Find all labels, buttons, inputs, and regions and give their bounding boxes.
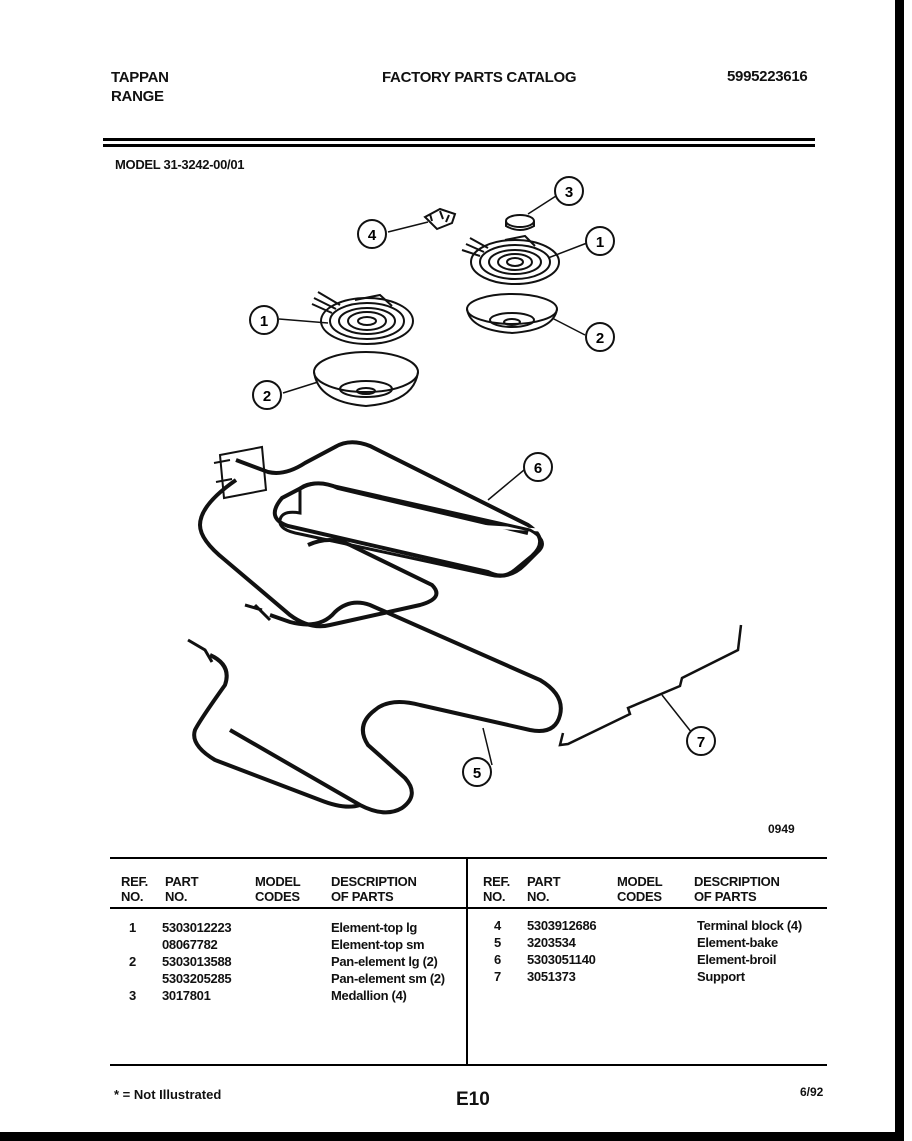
svg-text:1: 1: [260, 313, 268, 330]
catalog-number: 5995223616: [727, 68, 808, 85]
callout-6: 6: [523, 452, 553, 482]
callout-5: 5: [462, 757, 492, 787]
element-bake-drawing: [192, 600, 563, 815]
right-row-1-part: 5303912686: [527, 918, 597, 933]
right-row-3-desc: Element-broil: [697, 952, 777, 967]
left-row-3-desc: Pan-element lg (2): [331, 954, 438, 969]
left-row-1-ref: 1: [129, 920, 136, 935]
callout-1-left: 1: [249, 305, 279, 335]
right-row-2-ref: 5: [494, 935, 501, 950]
header-ref-right: REF.NO.: [483, 874, 510, 904]
bake-terminal-brackets: [187, 603, 272, 663]
right-row-3-part: 5303051140: [527, 952, 596, 967]
svg-text:7: 7: [697, 734, 705, 751]
header-ref-left: REF.NO.: [121, 874, 148, 904]
left-row-5-part: 3017801: [162, 988, 211, 1003]
table-divider: [466, 857, 468, 1064]
right-row-1-desc: Terminal block (4): [697, 918, 802, 933]
left-row-4-part: 5303205285: [162, 971, 232, 986]
svg-text:5: 5: [473, 765, 481, 782]
callout-markers: 3 4 1 2 1 2 6 5 7: [249, 176, 716, 787]
footnote: * = Not Illustrated: [114, 1087, 222, 1102]
leader-lines: [278, 195, 693, 766]
svg-text:2: 2: [596, 330, 604, 347]
pan-element-small-drawing: [466, 293, 558, 335]
table-rule-top: [110, 857, 827, 859]
right-row-1-ref: 4: [494, 918, 501, 933]
callout-2-right: 2: [585, 322, 615, 352]
callout-4: 4: [357, 219, 387, 249]
terminal-block-drawing: [423, 207, 457, 231]
table-rule-header: [110, 907, 827, 909]
figure-number: 0949: [768, 822, 795, 836]
left-row-5-ref: 3: [129, 988, 136, 1003]
page-code: E10: [456, 1089, 490, 1110]
left-row-4-desc: Pan-element sm (2): [331, 971, 445, 986]
svg-text:4: 4: [368, 227, 377, 244]
svg-text:1: 1: [596, 234, 604, 251]
medallion-drawing: [505, 214, 535, 231]
brand-line-1: TAPPAN: [111, 69, 169, 86]
callout-2-left: 2: [252, 380, 282, 410]
svg-text:2: 2: [263, 388, 271, 405]
left-row-5-desc: Medallion (4): [331, 988, 407, 1003]
header-rule-top: [103, 138, 815, 141]
support-drawing: [558, 624, 743, 747]
pan-element-large-drawing: [313, 351, 419, 408]
left-row-1-part: 5303012223: [162, 920, 232, 935]
broil-terminal-bracket: [213, 445, 268, 500]
left-row-3-ref: 2: [129, 954, 136, 969]
revision-date: 6/92: [800, 1085, 824, 1099]
element-top-large-drawing: [311, 291, 414, 345]
left-row-2-part: 08067782: [162, 937, 218, 952]
callout-7: 7: [686, 726, 716, 756]
left-row-2-desc: Element-top sm: [331, 937, 425, 952]
left-row-3-part: 5303013588: [162, 954, 232, 969]
right-row-4-part: 3051373: [527, 969, 576, 984]
right-row-4-ref: 7: [494, 969, 501, 984]
header-rule-bottom: [103, 144, 815, 147]
right-row-2-desc: Element-bake: [697, 935, 778, 950]
element-broil-drawing: [197, 440, 544, 629]
brand-line-2: RANGE: [111, 88, 164, 105]
element-top-small-drawing: [461, 234, 560, 285]
right-row-2-part: 3203534: [527, 935, 576, 950]
parts-diagram: 3 4 1 2 1 2 6 5 7: [187, 176, 743, 815]
svg-text:6: 6: [534, 460, 542, 477]
table-rule-bottom: [110, 1064, 827, 1066]
callout-1-right: 1: [585, 226, 615, 256]
left-row-1-desc: Element-top lg: [331, 920, 418, 935]
right-row-3-ref: 6: [494, 952, 501, 967]
right-row-4-desc: Support: [697, 969, 745, 984]
catalog-title: FACTORY PARTS CATALOG: [382, 69, 577, 86]
svg-text:3: 3: [565, 184, 573, 201]
callout-3: 3: [554, 176, 584, 206]
model-label: MODEL 31-3242-00/01: [115, 157, 245, 172]
